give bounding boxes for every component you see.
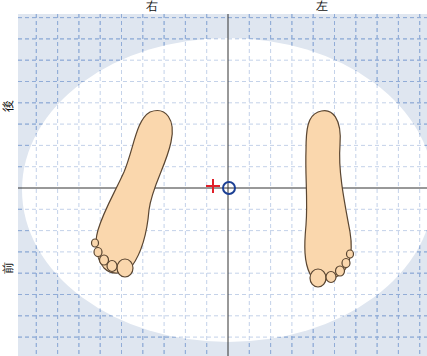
axis-vertical: [228, 14, 229, 356]
grid-line: [100, 14, 101, 356]
grid-line: [249, 14, 250, 356]
grid-line: [57, 14, 58, 356]
grid-line: [419, 14, 420, 356]
grid-line: [18, 209, 427, 210]
grid-line: [18, 60, 427, 61]
grid-line: [18, 230, 427, 231]
grid-line: [355, 14, 356, 356]
grid-line: [355, 14, 356, 356]
grid-line: [164, 14, 165, 356]
grid-line: [18, 38, 427, 39]
grid-line: [249, 14, 250, 356]
grid-line: [36, 14, 37, 356]
grid-lines-over: [18, 14, 427, 356]
direction-label: 後: [2, 100, 15, 112]
side-label: 右: [146, 0, 158, 13]
support-ellipse: [22, 38, 427, 342]
grid-line: [18, 17, 427, 18]
grid-line: [36, 14, 37, 356]
grid-line: [18, 315, 427, 316]
grid-line: [377, 14, 378, 356]
grid-line: [18, 102, 427, 103]
grid-line: [18, 166, 427, 167]
grid-line: [18, 124, 427, 125]
grid-line: [18, 81, 427, 82]
direction-label: 前: [2, 262, 15, 274]
grid-line: [419, 14, 420, 356]
side-label: 左: [316, 0, 328, 13]
left-foot: [305, 111, 354, 287]
grid-line: [398, 14, 399, 356]
center-circle: [223, 182, 235, 194]
grid-line: [185, 14, 186, 356]
grid-line: [185, 14, 186, 356]
grid-line: [18, 251, 427, 252]
grid-line: [398, 14, 399, 356]
grid-line: [78, 14, 79, 356]
grid-line: [57, 14, 58, 356]
grid-line: [18, 145, 427, 146]
grid-line: [18, 337, 427, 338]
grid-line: [18, 273, 427, 274]
grid-line: [291, 14, 292, 356]
grid-line: [18, 294, 427, 295]
grid-line: [377, 14, 378, 356]
grid-line: [78, 14, 79, 356]
grid-line: [291, 14, 292, 356]
right-foot: [92, 111, 173, 277]
grid-line: [100, 14, 101, 356]
grid-line: [164, 14, 165, 356]
grid-line: [270, 14, 271, 356]
grid-line: [270, 14, 271, 356]
center-of-pressure-cross: [206, 179, 220, 193]
